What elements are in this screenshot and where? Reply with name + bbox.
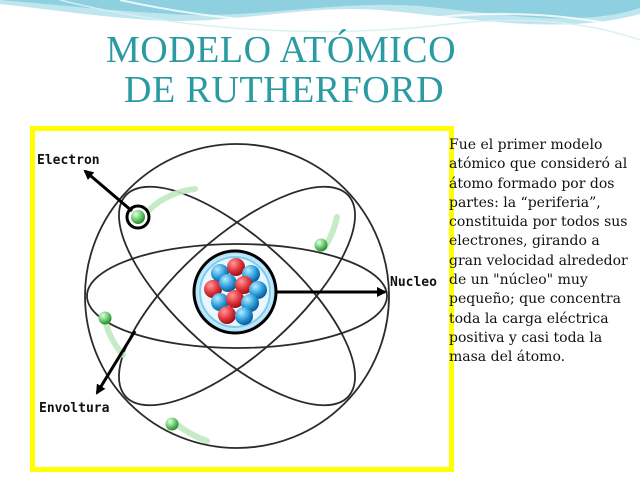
electron: [165, 417, 179, 431]
electron-pointer-arrow: [83, 169, 133, 213]
nucleons: [204, 258, 267, 325]
nucleus-label: Nucleo: [390, 275, 437, 290]
electron-label: Electron: [37, 153, 100, 168]
envelope-pointer-arrow: [95, 330, 137, 395]
tilted-orbit-a: [118, 185, 356, 407]
atom-diagram-frame: Electron Nucleo Envoltura: [30, 126, 454, 472]
atom-diagram: [83, 143, 390, 449]
header-wave-decoration: [0, 0, 640, 41]
title-line-1: MODELO ATÓMICO: [106, 29, 457, 71]
nucleus: [192, 249, 278, 335]
outer-orbit: [84, 143, 390, 449]
description-text: Fue el primer modelo atómico que conside…: [449, 137, 628, 366]
title-line-2: DE RUTHERFORD: [124, 69, 445, 111]
slide-title: MODELO ATÓMICO DE RUTHERFORD: [60, 30, 520, 110]
electron-highlighted: [125, 204, 151, 230]
envelope-label: Envoltura: [39, 401, 110, 416]
orbits: [84, 143, 390, 449]
electron: [98, 311, 112, 325]
electron: [314, 238, 328, 252]
horizontal-orbit: [86, 243, 388, 349]
tilted-orbit-b: [118, 185, 356, 407]
